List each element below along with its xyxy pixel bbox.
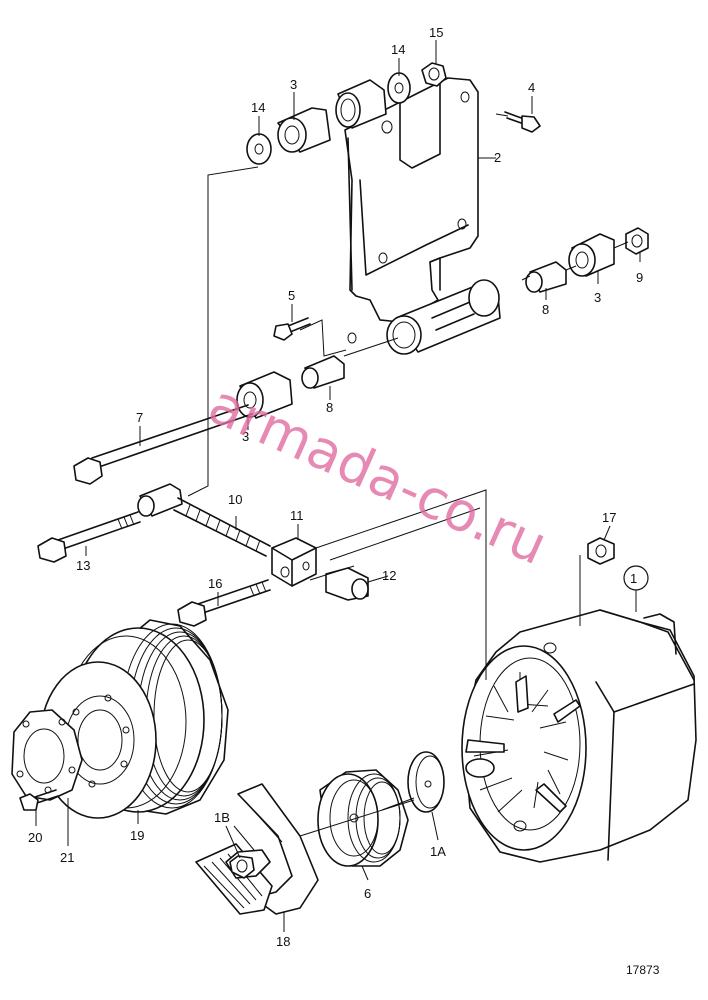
callout-6: 6 [364, 886, 371, 901]
sleeve-8-right [525, 261, 567, 293]
drive-belt-18 [195, 783, 319, 915]
screw-20 [19, 789, 59, 811]
bolt-16 [177, 579, 271, 627]
callout-1a: 1A [430, 844, 446, 859]
screw-5 [273, 317, 311, 341]
washer-14-left [246, 133, 272, 165]
tensioner-rod-10 [137, 483, 271, 557]
washer-14-upper [387, 72, 411, 104]
callout-12: 12 [382, 568, 396, 583]
callout-19: 19 [130, 828, 144, 843]
bolt-7 [73, 404, 253, 485]
watermark: armada-co.ru [200, 372, 557, 577]
callout-8-right: 8 [542, 302, 549, 317]
callout-circle-1 [623, 565, 649, 591]
bushing-upper [277, 107, 331, 153]
sleeve-8-lower [301, 355, 345, 389]
callout-15: 15 [429, 25, 443, 40]
callout-2: 2 [494, 150, 501, 165]
callout-9: 9 [636, 270, 643, 285]
bushing-lower [236, 371, 293, 419]
leader-lines [35, 40, 641, 932]
nut-15 [421, 62, 447, 87]
callout-16: 16 [208, 576, 222, 591]
callout-17: 17 [602, 510, 616, 525]
callout-1: 1 [630, 571, 637, 586]
callout-7: 7 [136, 410, 143, 425]
callout-5: 5 [288, 288, 295, 303]
callout-3-right: 3 [594, 290, 601, 305]
callout-3-upper: 3 [290, 77, 297, 92]
callout-11: 11 [290, 508, 304, 523]
callout-1b: 1B [214, 810, 230, 825]
alternator-1 [461, 609, 697, 863]
callout-10: 10 [228, 492, 242, 507]
nut-washer-1b [225, 849, 271, 879]
figure-number: 17873 [626, 963, 660, 977]
callout-18: 18 [276, 934, 290, 949]
bolt-13 [37, 511, 141, 563]
callout-14-left: 14 [251, 100, 265, 115]
adjuster-block-11 [271, 537, 317, 587]
callout-13: 13 [76, 558, 90, 573]
alternator-bracket [344, 77, 479, 344]
callout-20: 20 [28, 830, 42, 845]
spacer-tube-lower [386, 279, 501, 355]
bushing-right [568, 233, 615, 277]
nut-17 [587, 537, 615, 565]
callout-8-lower: 8 [326, 400, 333, 415]
callout-14-upper: 14 [391, 42, 405, 57]
callout-4: 4 [528, 80, 535, 95]
callout-labels: 1 1A 1B 2 3 3 3 4 5 6 7 8 8 9 10 11 12 1… [28, 25, 643, 949]
crankshaft-pulley-19 [39, 619, 229, 819]
callout-3-lower: 3 [242, 429, 249, 444]
alternator-pulley-6 [317, 769, 409, 867]
nut-9 [625, 227, 649, 255]
screw-12 [325, 567, 369, 601]
washer-1a [407, 751, 445, 813]
sleeve-upper [335, 79, 387, 129]
screw-4 [504, 111, 541, 133]
callout-21: 21 [60, 850, 74, 865]
